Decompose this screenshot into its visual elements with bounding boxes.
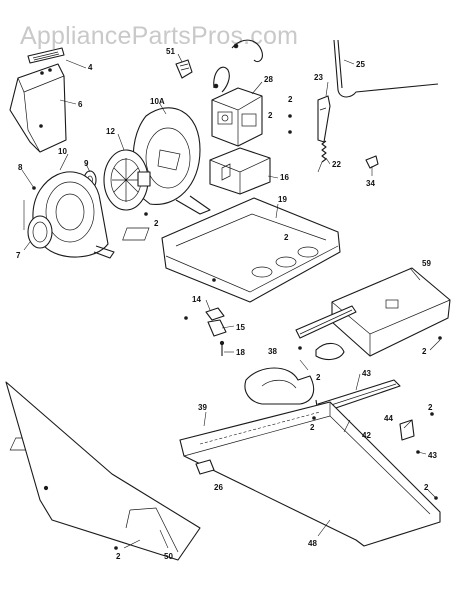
part-15-foot-pad [207, 319, 227, 337]
callout-labels: 4 51 6 28 23 25 10A 2 12 2 10 9 16 22 34… [16, 47, 437, 561]
callout-2-g: 2 [310, 423, 315, 432]
callout-2-f: 2 [316, 373, 321, 382]
callout-14: 14 [192, 295, 201, 304]
callout-2-i: 2 [424, 483, 429, 492]
callout-2-d: 2 [284, 233, 289, 242]
callout-59: 59 [422, 259, 431, 268]
part-38-elbow [244, 342, 345, 405]
part-25-rod [333, 39, 439, 98]
part-28-control [211, 87, 263, 147]
part-19-base [122, 197, 341, 303]
callout-7: 7 [16, 251, 21, 260]
callout-51: 51 [166, 47, 175, 56]
callout-6: 6 [78, 100, 83, 109]
callout-39: 39 [198, 403, 207, 412]
wire-harness [213, 39, 263, 93]
callout-10a: 10A [150, 97, 165, 106]
callout-19: 19 [278, 195, 287, 204]
leader-lines [21, 53, 441, 549]
watermark-text: AppliancePartsPros.com [20, 22, 298, 50]
callout-25: 25 [356, 60, 365, 69]
callout-50: 50 [164, 552, 173, 561]
part-7-ring [27, 215, 53, 249]
callout-4: 4 [88, 63, 93, 72]
callout-23: 23 [314, 73, 323, 82]
part-16-bracket [209, 147, 271, 195]
part-51-connector [175, 59, 193, 79]
screws [32, 114, 442, 550]
part-50-panel [5, 381, 201, 561]
callout-2-e: 2 [422, 347, 427, 356]
callout-26: 26 [214, 483, 223, 492]
callout-2-a: 2 [288, 95, 293, 104]
callout-12: 12 [106, 127, 115, 136]
callout-10: 10 [58, 147, 67, 156]
part-18-screw [219, 340, 225, 356]
callout-9: 9 [84, 159, 89, 168]
part-34-clip [365, 155, 379, 169]
part-26-pad [195, 459, 215, 475]
part-6-duct [9, 63, 67, 153]
callout-42: 42 [362, 431, 371, 440]
callout-34: 34 [366, 179, 375, 188]
callout-2-b: 2 [268, 111, 273, 120]
callout-43-a: 43 [362, 369, 371, 378]
callout-2-j: 2 [116, 552, 121, 561]
callout-16: 16 [280, 173, 289, 182]
part-22-spring [317, 140, 327, 173]
callout-48: 48 [308, 539, 317, 548]
part-14-foot [205, 307, 225, 321]
callout-44: 44 [384, 414, 393, 423]
part-4-bracket [27, 47, 65, 64]
part-rail-upper [295, 305, 357, 339]
callout-8: 8 [18, 163, 23, 172]
part-12-blower-wheel [103, 149, 151, 211]
part-44-bracket [399, 419, 415, 441]
callout-38: 38 [268, 347, 277, 356]
callout-15: 15 [236, 323, 245, 332]
callout-2-c: 2 [154, 219, 159, 228]
callout-2-h: 2 [428, 403, 433, 412]
part-10a-blower-housing [132, 107, 211, 215]
callout-28: 28 [264, 75, 273, 84]
callout-43-b: 43 [428, 451, 437, 460]
part-23-latch [317, 95, 331, 143]
callout-18: 18 [236, 348, 245, 357]
callout-22: 22 [332, 160, 341, 169]
